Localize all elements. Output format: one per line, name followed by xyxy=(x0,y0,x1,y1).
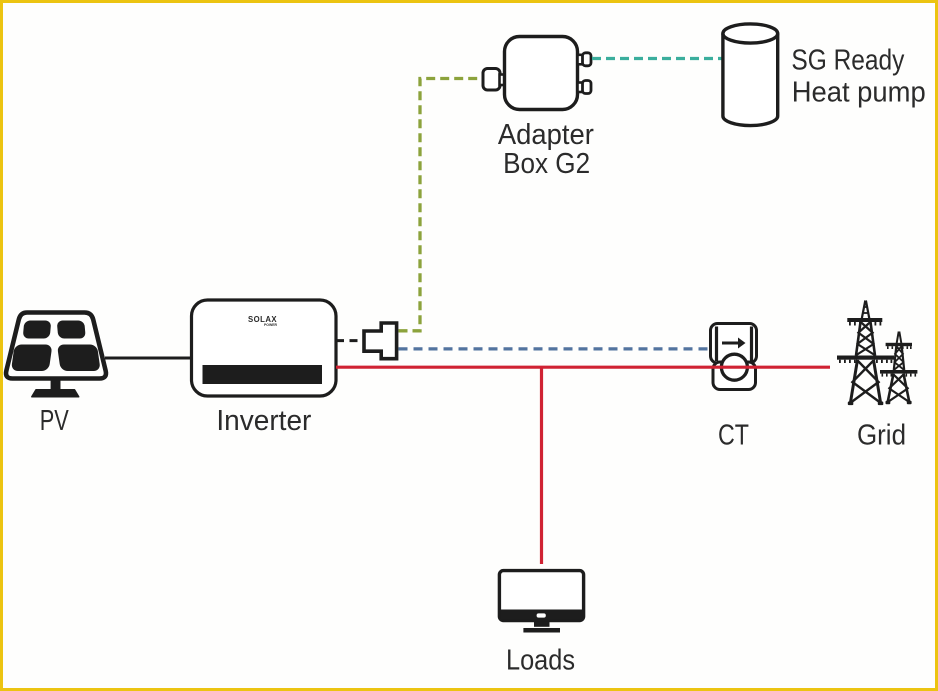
svg-text:Heat pump: Heat pump xyxy=(792,77,926,109)
svg-text:CT: CT xyxy=(718,419,749,451)
svg-text:Grid: Grid xyxy=(857,419,906,451)
svg-text:Box G2: Box G2 xyxy=(503,148,590,180)
svg-text:Inverter: Inverter xyxy=(216,405,311,437)
svg-text:POWER: POWER xyxy=(264,323,277,327)
svg-text:Loads: Loads xyxy=(506,644,575,676)
svg-text:Adapter: Adapter xyxy=(498,119,594,151)
svg-text:SOLAX: SOLAX xyxy=(248,314,277,324)
svg-text:PV: PV xyxy=(40,405,69,437)
svg-text:SG Ready: SG Ready xyxy=(791,45,904,77)
